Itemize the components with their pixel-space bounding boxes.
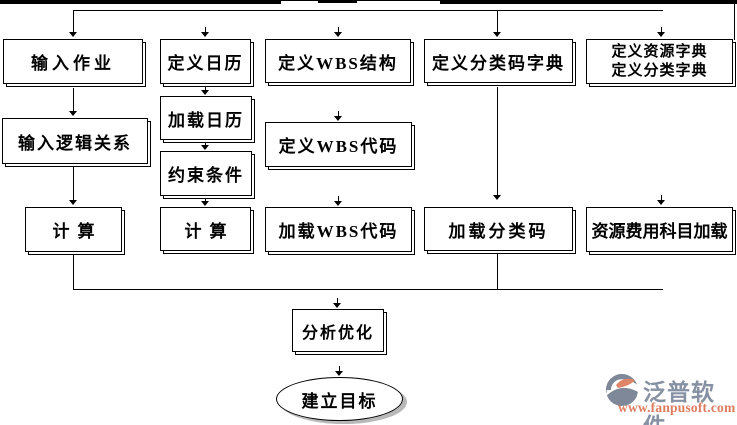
watermark-brand: 泛普软件 — [643, 380, 715, 425]
arrow-into-define-resource-dict — [657, 27, 666, 37]
connector-calc-to-collector — [73, 252, 74, 289]
node-input-logic: 输入逻辑关系 — [2, 118, 148, 164]
node-calc-left: 计算 — [25, 207, 122, 252]
node-load-calendar: 加载日历 — [160, 96, 252, 140]
node-define-resource-dict-line1: 定义资源字典 — [611, 43, 708, 60]
arrow-classcode-dict-to-load-classcode — [493, 87, 502, 200]
top-bar-right — [440, 0, 737, 4]
node-input-activity: 输入作业 — [3, 39, 143, 84]
arrow-into-load-wbs-code — [334, 196, 343, 206]
fanpu-logo-icon — [606, 374, 638, 406]
node-establish-target: 建立目标 — [276, 377, 403, 421]
node-load-classcode: 加载分类码 — [424, 207, 573, 251]
top-border-line — [0, 0, 737, 1]
node-constraint: 约束条件 — [160, 151, 252, 196]
top-bar-segment — [318, 0, 357, 3]
arrow-logic-to-calc — [69, 166, 78, 205]
bottom-collector-line — [73, 289, 663, 290]
arrow-into-define-wbs-structure — [334, 27, 343, 37]
arrow-into-input-activity — [69, 11, 78, 37]
connector-classcode-to-collector — [497, 251, 498, 289]
watermark: 泛普软件 www.fanpusoft.com — [605, 371, 737, 425]
right-edge-line — [734, 4, 735, 40]
arrow-into-constraint — [201, 140, 210, 150]
node-define-calendar: 定义日历 — [160, 39, 251, 84]
arrow-into-load-calendar — [201, 85, 210, 95]
arrow-input-activity-to-logic — [69, 88, 78, 116]
arrow-into-analyze-optimize — [333, 298, 342, 308]
node-load-wbs-code: 加载WBS代码 — [265, 207, 412, 252]
watermark-url[interactable]: www.fanpusoft.com — [618, 400, 736, 415]
node-define-classcode-dict: 定义分类码字典 — [424, 39, 573, 83]
arrow-into-define-wbs-code — [334, 111, 343, 121]
arrow-into-establish-target — [335, 366, 344, 376]
arrow-into-calc-mid — [201, 196, 210, 206]
arrow-into-define-calendar — [201, 27, 210, 37]
node-analyze-optimize: 分析优化 — [292, 309, 384, 352]
node-define-resource-dict-line2: 定义分类字典 — [611, 62, 708, 79]
top-bar-left — [0, 0, 281, 4]
node-define-wbs-structure: 定义WBS结构 — [265, 39, 411, 83]
node-calc-mid: 计算 — [160, 207, 251, 251]
arrow-into-resource-expense-load — [657, 195, 666, 205]
node-define-wbs-code: 定义WBS代码 — [265, 122, 412, 167]
top-distribution-line — [73, 10, 663, 11]
node-define-resource-dict: 定义资源字典 定义分类字典 — [586, 39, 733, 84]
node-resource-expense-load: 资源费用科目加载 — [586, 207, 733, 252]
arrow-into-define-classcode-dict — [493, 11, 502, 37]
